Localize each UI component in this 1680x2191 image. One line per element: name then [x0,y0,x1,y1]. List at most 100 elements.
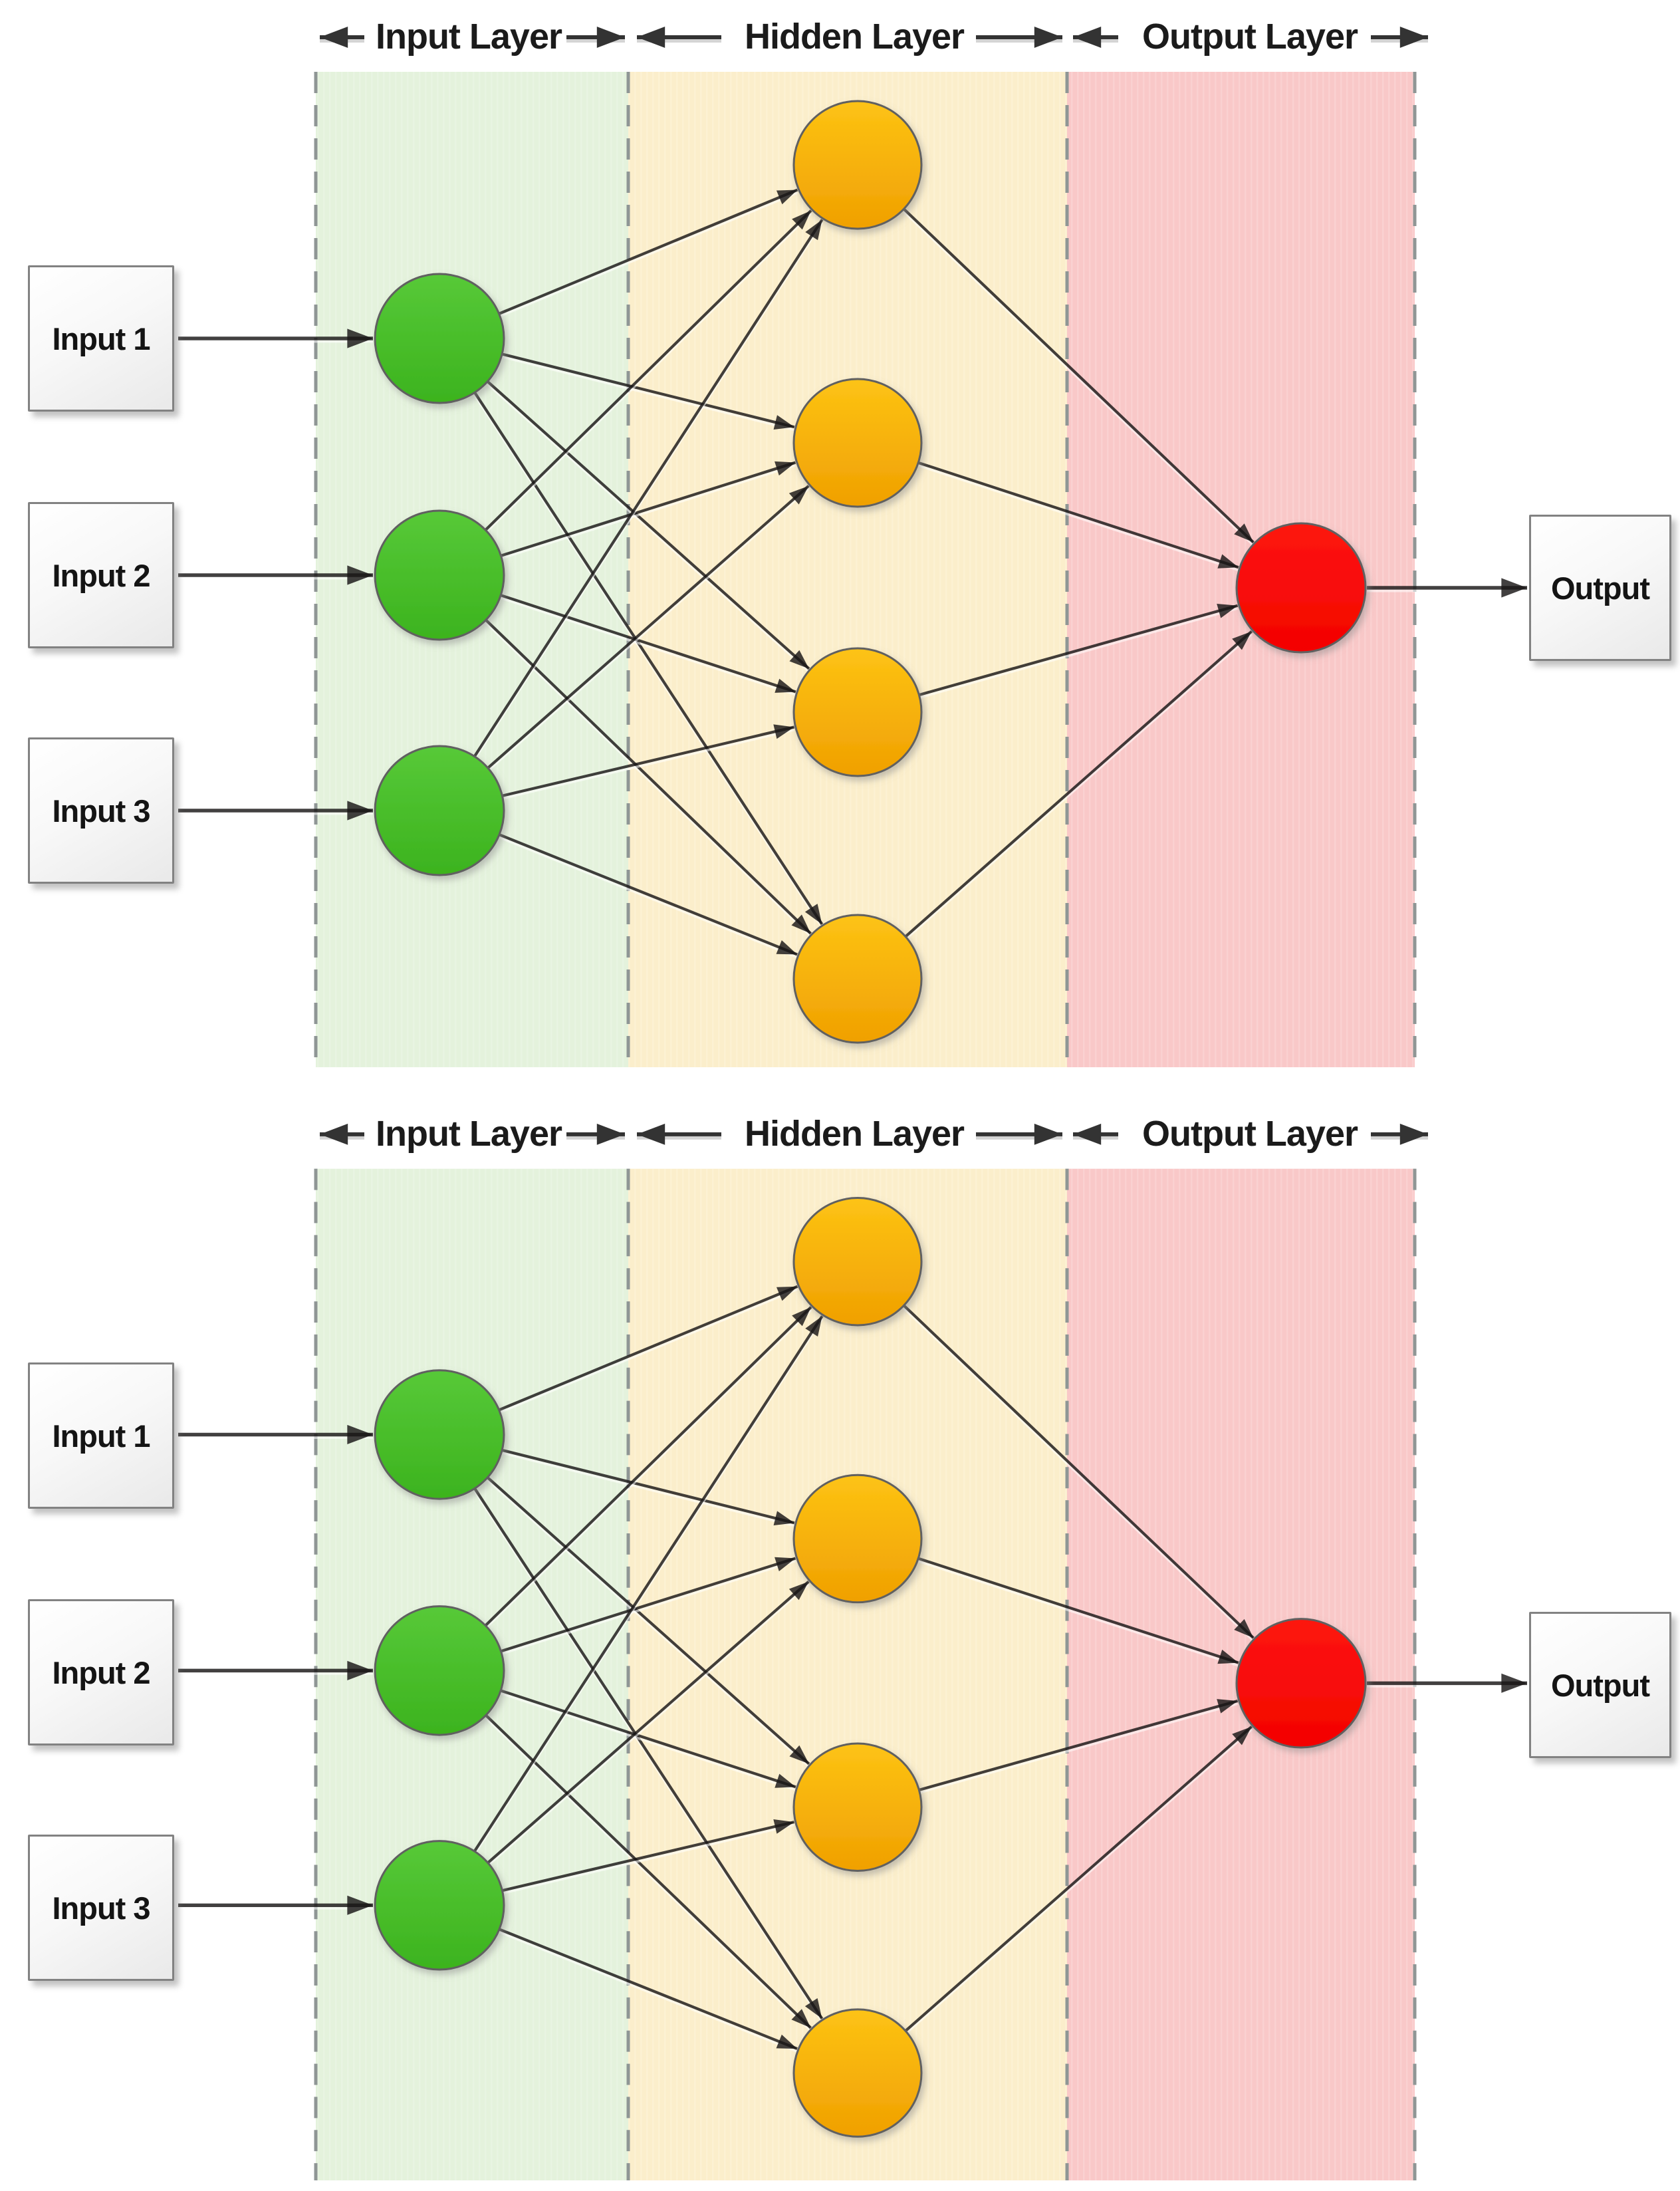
input-layer-label: Input Layer [375,17,562,57]
edge-highlight [904,632,1253,941]
output-layer-label: Output Layer [1141,1114,1358,1154]
hidden-node-1 [792,100,923,230]
edge-highlight [498,191,798,318]
edge-in3-h4 [499,1928,798,2051]
edge-h3-out [918,1699,1239,1791]
input-3-label: Input 3 [52,1890,150,1926]
hidden-layer-label: Hidden Layer [744,1114,965,1154]
edge-highlight [487,487,810,772]
edge-h1-out [903,1304,1255,1639]
edge-in3-h3 [501,724,795,797]
input-layer-label: Input Layer [375,1114,562,1154]
edge-in2-h3 [500,594,796,694]
input-1-box: Input 1 [28,265,174,412]
edge-in2-h1 [484,1306,812,1627]
edge-in2-h4 [485,1714,812,2029]
input-2-label: Input 2 [52,1654,150,1690]
input-node-2 [374,1605,505,1736]
edge-h4-out [904,1726,1253,2032]
input-node-3 [374,1840,505,1971]
edge-highlight [500,463,796,560]
input-node-2 [374,509,505,641]
layer-band-texture [628,72,1067,1067]
edge-in1-h1 [498,1285,798,1412]
edge-highlight [917,463,1239,572]
edge-in1-h4 [473,1487,824,2019]
edge-highlight [918,1702,1239,1794]
edge-highlight [501,1451,795,1527]
edge-in2-h4 [485,618,812,935]
edge-highlight [903,210,1255,547]
edge-h2-out [917,461,1239,569]
output-label: Output [1551,1667,1650,1703]
edge-h3-out [918,603,1239,697]
input-node-1 [374,1369,505,1500]
edge-highlight [473,221,824,760]
network-diagram-1: Input Layer Hidden Layer Output Layer In… [28,17,1671,1067]
output-box: Output [1529,515,1671,661]
edge-in3-h2 [487,1580,810,1865]
input-node-3 [374,745,505,876]
edge-in3-h2 [487,485,810,769]
edge-highlight [501,1823,795,1895]
hidden-node-4 [792,2008,923,2138]
edge-h1-out [903,207,1255,544]
edge-highlight [484,1309,812,1630]
edge-in1-h2 [501,1448,795,1525]
edge-highlight [904,1728,1253,2035]
edge-highlight [499,836,798,959]
network-svg [178,1123,1528,2181]
output-node-1 [1235,1618,1367,1749]
input-3-box: Input 3 [28,737,174,884]
edge-in1-h3 [486,380,810,670]
edge-highlight [501,355,795,432]
edge-in3-h1 [473,1315,824,1853]
edge-h2-out [917,1557,1239,1664]
edge-in1-h3 [486,1476,810,1765]
hidden-node-3 [792,647,923,777]
edge-in2-h1 [484,209,812,531]
hidden-node-3 [792,1742,923,1872]
input-3-label: Input 3 [52,793,150,829]
hidden-node-2 [792,1474,923,1604]
edge-in2-h2 [500,461,796,557]
input-2-box: Input 2 [28,502,174,648]
output-box: Output [1529,1612,1671,1758]
edge-highlight [500,596,796,696]
edge-h4-out [904,630,1253,938]
output-node-1 [1235,522,1367,654]
hidden-node-2 [792,378,923,508]
input-1-box: Input 1 [28,1362,174,1509]
input-1-label: Input 1 [52,321,150,356]
edge-highlight [500,1692,796,1791]
edge-in2-h2 [500,1557,796,1653]
edge-in3-h4 [499,833,798,956]
input-1-label: Input 1 [52,1418,150,1454]
edge-highlight [499,1930,798,2053]
edge-highlight [903,1307,1255,1642]
edge-highlight [487,383,810,673]
edge-highlight [485,621,812,938]
edge-highlight [485,1717,812,2032]
edge-highlight [918,606,1239,700]
hidden-node-1 [792,1197,923,1327]
edge-in2-h3 [500,1689,796,1789]
network-svg [178,27,1528,1067]
hidden-layer-label: Hidden Layer [744,17,965,57]
edge-highlight [917,1559,1239,1667]
edge-highlight [498,1287,798,1414]
edge-in1-h1 [498,188,798,315]
network-diagram-2: Input Layer Hidden Layer Output Layer In… [0,1097,1680,2191]
input-2-box: Input 2 [28,1599,174,1745]
input-3-box: Input 3 [28,1835,174,1981]
input-2-label: Input 2 [52,557,150,593]
edge-highlight [473,1318,824,1855]
edge-in1-h2 [501,352,795,430]
edge-highlight [501,728,795,800]
edge-highlight [500,1559,796,1656]
edge-in3-h1 [473,219,824,757]
edge-highlight [484,212,812,534]
output-layer-label: Output Layer [1141,17,1358,57]
edge-in1-h4 [473,392,824,926]
